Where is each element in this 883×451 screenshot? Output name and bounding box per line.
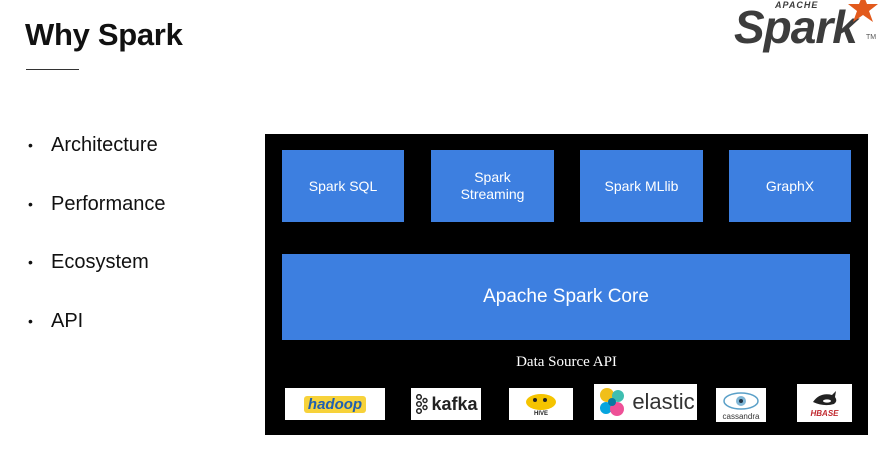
- kafka-icon: [416, 394, 429, 414]
- title-underline: [26, 69, 79, 70]
- kafka-logo: kafka: [411, 388, 481, 420]
- bullet-dot: •: [28, 195, 33, 212]
- hive-label: HIVE: [533, 410, 548, 417]
- hadoop-label: hadoop: [303, 395, 367, 413]
- spark-architecture-diagram: Spark SQL Spark Streaming Spark MLlib Gr…: [265, 134, 868, 435]
- elastic-label: elastic: [632, 389, 695, 414]
- bullet-list: • Architecture • Performance • Ecosystem • A…: [28, 130, 166, 364]
- hbase-label: HBASE: [810, 408, 839, 418]
- module-label: Spark SQL: [308, 177, 378, 194]
- kafka-label: kafka: [431, 393, 478, 414]
- cassandra-eye-icon: [723, 391, 759, 410]
- bullet-item: • API: [28, 306, 166, 365]
- logo-tm: TM: [866, 34, 877, 41]
- logo-apache-text: APACHE: [775, 0, 819, 10]
- page-title: Why Spark: [25, 17, 183, 52]
- bullet-label: Architecture: [51, 134, 158, 156]
- bullet-item: • Performance: [28, 189, 166, 248]
- hadoop-logo: hadoop: [285, 388, 385, 420]
- apache-spark-logo: Spark APACHE TM: [734, 0, 880, 53]
- hive-logo: HIVE: [509, 388, 573, 420]
- module-graphx: GraphX: [729, 150, 851, 222]
- module-spark-mllib: Spark MLlib: [580, 150, 703, 222]
- module-label: Spark Streaming: [460, 169, 525, 202]
- spark-star-icon: [848, 0, 878, 22]
- cassandra-logo: cassandra: [716, 388, 766, 422]
- hbase-orca-icon: [812, 390, 836, 405]
- hbase-logo: HBASE: [797, 384, 852, 422]
- module-label: GraphX: [765, 177, 815, 194]
- bullet-dot: •: [28, 312, 33, 329]
- bullet-dot: •: [28, 137, 33, 153]
- bullet-label: Ecosystem: [51, 251, 149, 273]
- spark-core-block: Apache Spark Core: [282, 254, 850, 340]
- logo-wordmark: Spark: [734, 1, 858, 53]
- hive-bee-icon: [526, 393, 556, 410]
- module-spark-sql: Spark SQL: [282, 150, 404, 222]
- module-spark-streaming: Spark Streaming: [431, 150, 554, 222]
- elastic-logo: elastic: [594, 384, 697, 420]
- bullet-label: Performance: [51, 192, 166, 215]
- bullet-label: API: [51, 309, 84, 332]
- cassandra-label: cassandra: [722, 411, 760, 421]
- bullet-item: • Architecture: [28, 130, 166, 189]
- bullet-dot: •: [28, 254, 33, 270]
- module-label: Spark MLlib: [604, 177, 679, 194]
- bullet-item: • Ecosystem: [28, 247, 166, 306]
- data-source-api-label: Data Source API: [516, 354, 617, 370]
- elastic-icon: [600, 388, 625, 416]
